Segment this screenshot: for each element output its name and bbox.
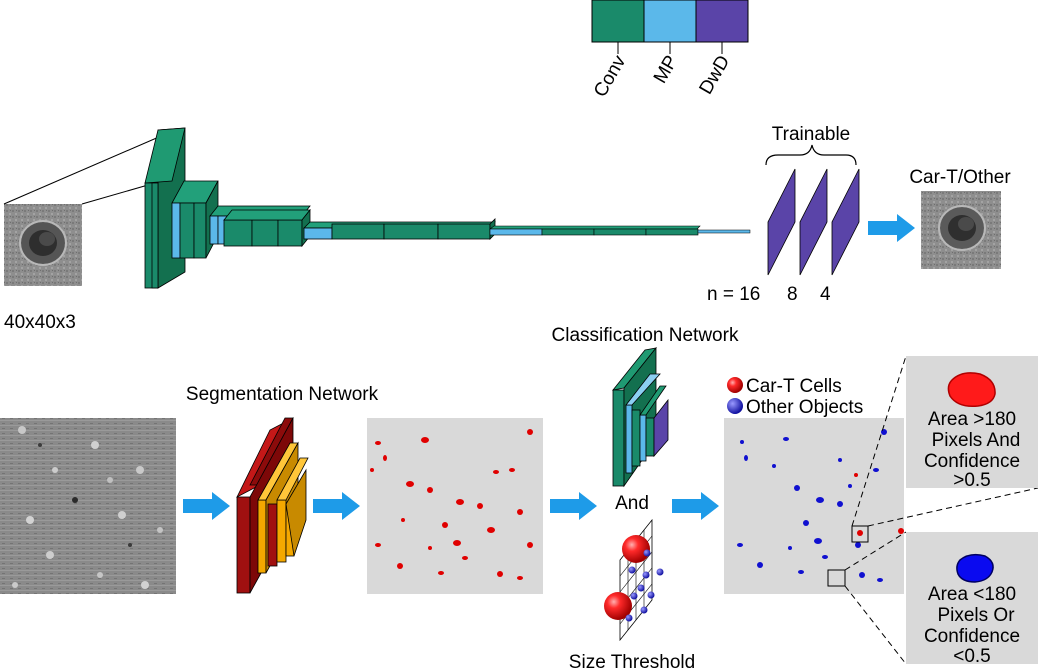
input-projection-line-top — [3, 129, 176, 205]
legend-other-marker — [727, 398, 743, 414]
arrow-to-classifier — [550, 492, 597, 520]
rule-other-line-4: <0.5 — [953, 646, 991, 667]
legend-other-label: Other Objects — [746, 397, 863, 418]
legend-label-mp: MP — [650, 52, 682, 87]
rule-other-line-3: Confidence — [924, 626, 1020, 647]
input-projection-line-bottom — [81, 184, 149, 205]
dense-layer-8 — [799, 168, 828, 276]
trainable-brace — [765, 144, 857, 166]
size-threshold-label: Size Threshold — [569, 652, 695, 672]
segmentation-mask — [367, 418, 543, 594]
trainable-label: Trainable — [772, 124, 851, 145]
input-cell-image — [4, 204, 82, 286]
microscope-image — [0, 418, 176, 594]
n-label-8: 8 — [787, 284, 798, 305]
legend-label-conv: Conv — [590, 52, 631, 101]
segmentation-network — [236, 417, 309, 594]
zoom-box-cart — [851, 525, 869, 543]
classification-network-label: Classification Network — [552, 325, 739, 346]
arrow-to-segmentation — [183, 492, 230, 520]
zoom-box-other — [827, 569, 846, 587]
rule-cart-line-2: Pixels And — [932, 430, 1021, 451]
arrow-to-result — [672, 492, 719, 520]
zoom-lines — [844, 355, 1038, 665]
output-cell-image — [921, 191, 1001, 269]
cnn-backbone — [144, 127, 751, 289]
trainable-layers — [767, 168, 860, 276]
legend-label-dwd: DwD — [696, 52, 735, 98]
segmentation-network-label: Segmentation Network — [186, 384, 379, 405]
n-label-16: n = 16 — [707, 284, 760, 305]
legend-swatch-conv — [591, 0, 645, 43]
legend-cart-marker — [727, 377, 743, 393]
output-label: Car-T/Other — [909, 167, 1011, 188]
arrow-to-output — [868, 214, 915, 242]
rule-cart-line-3: Confidence — [924, 451, 1020, 472]
legend-swatch-mp — [643, 0, 697, 43]
legend-swatch-dwd — [695, 0, 749, 43]
rule-panel-other: Area <180 Pixels Or Confidence <0.5 — [906, 532, 1038, 667]
rule-panel-cart: Area >180 Pixels And Confidence >0.5 — [906, 356, 1038, 491]
rule-cart-line-4: >0.5 — [953, 470, 991, 491]
layer-legend: Conv MP DwD — [590, 0, 749, 101]
dense-layer-4 — [831, 168, 860, 276]
and-label: And — [615, 493, 649, 514]
arrow-to-mask — [313, 492, 360, 520]
rule-other-line-2: Pixels Or — [937, 605, 1015, 626]
n-label-4: 4 — [820, 284, 831, 305]
legend-cart-label: Car-T Cells — [746, 376, 842, 397]
classification-network-icon — [612, 346, 669, 488]
input-size-label: 40x40x3 — [4, 312, 76, 333]
size-threshold-icon — [604, 518, 664, 642]
result-image — [724, 418, 904, 594]
rule-other-line-1: Area <180 — [928, 584, 1016, 605]
rule-cart-line-1: Area >180 — [928, 409, 1016, 430]
dense-layer-16 — [767, 168, 796, 276]
